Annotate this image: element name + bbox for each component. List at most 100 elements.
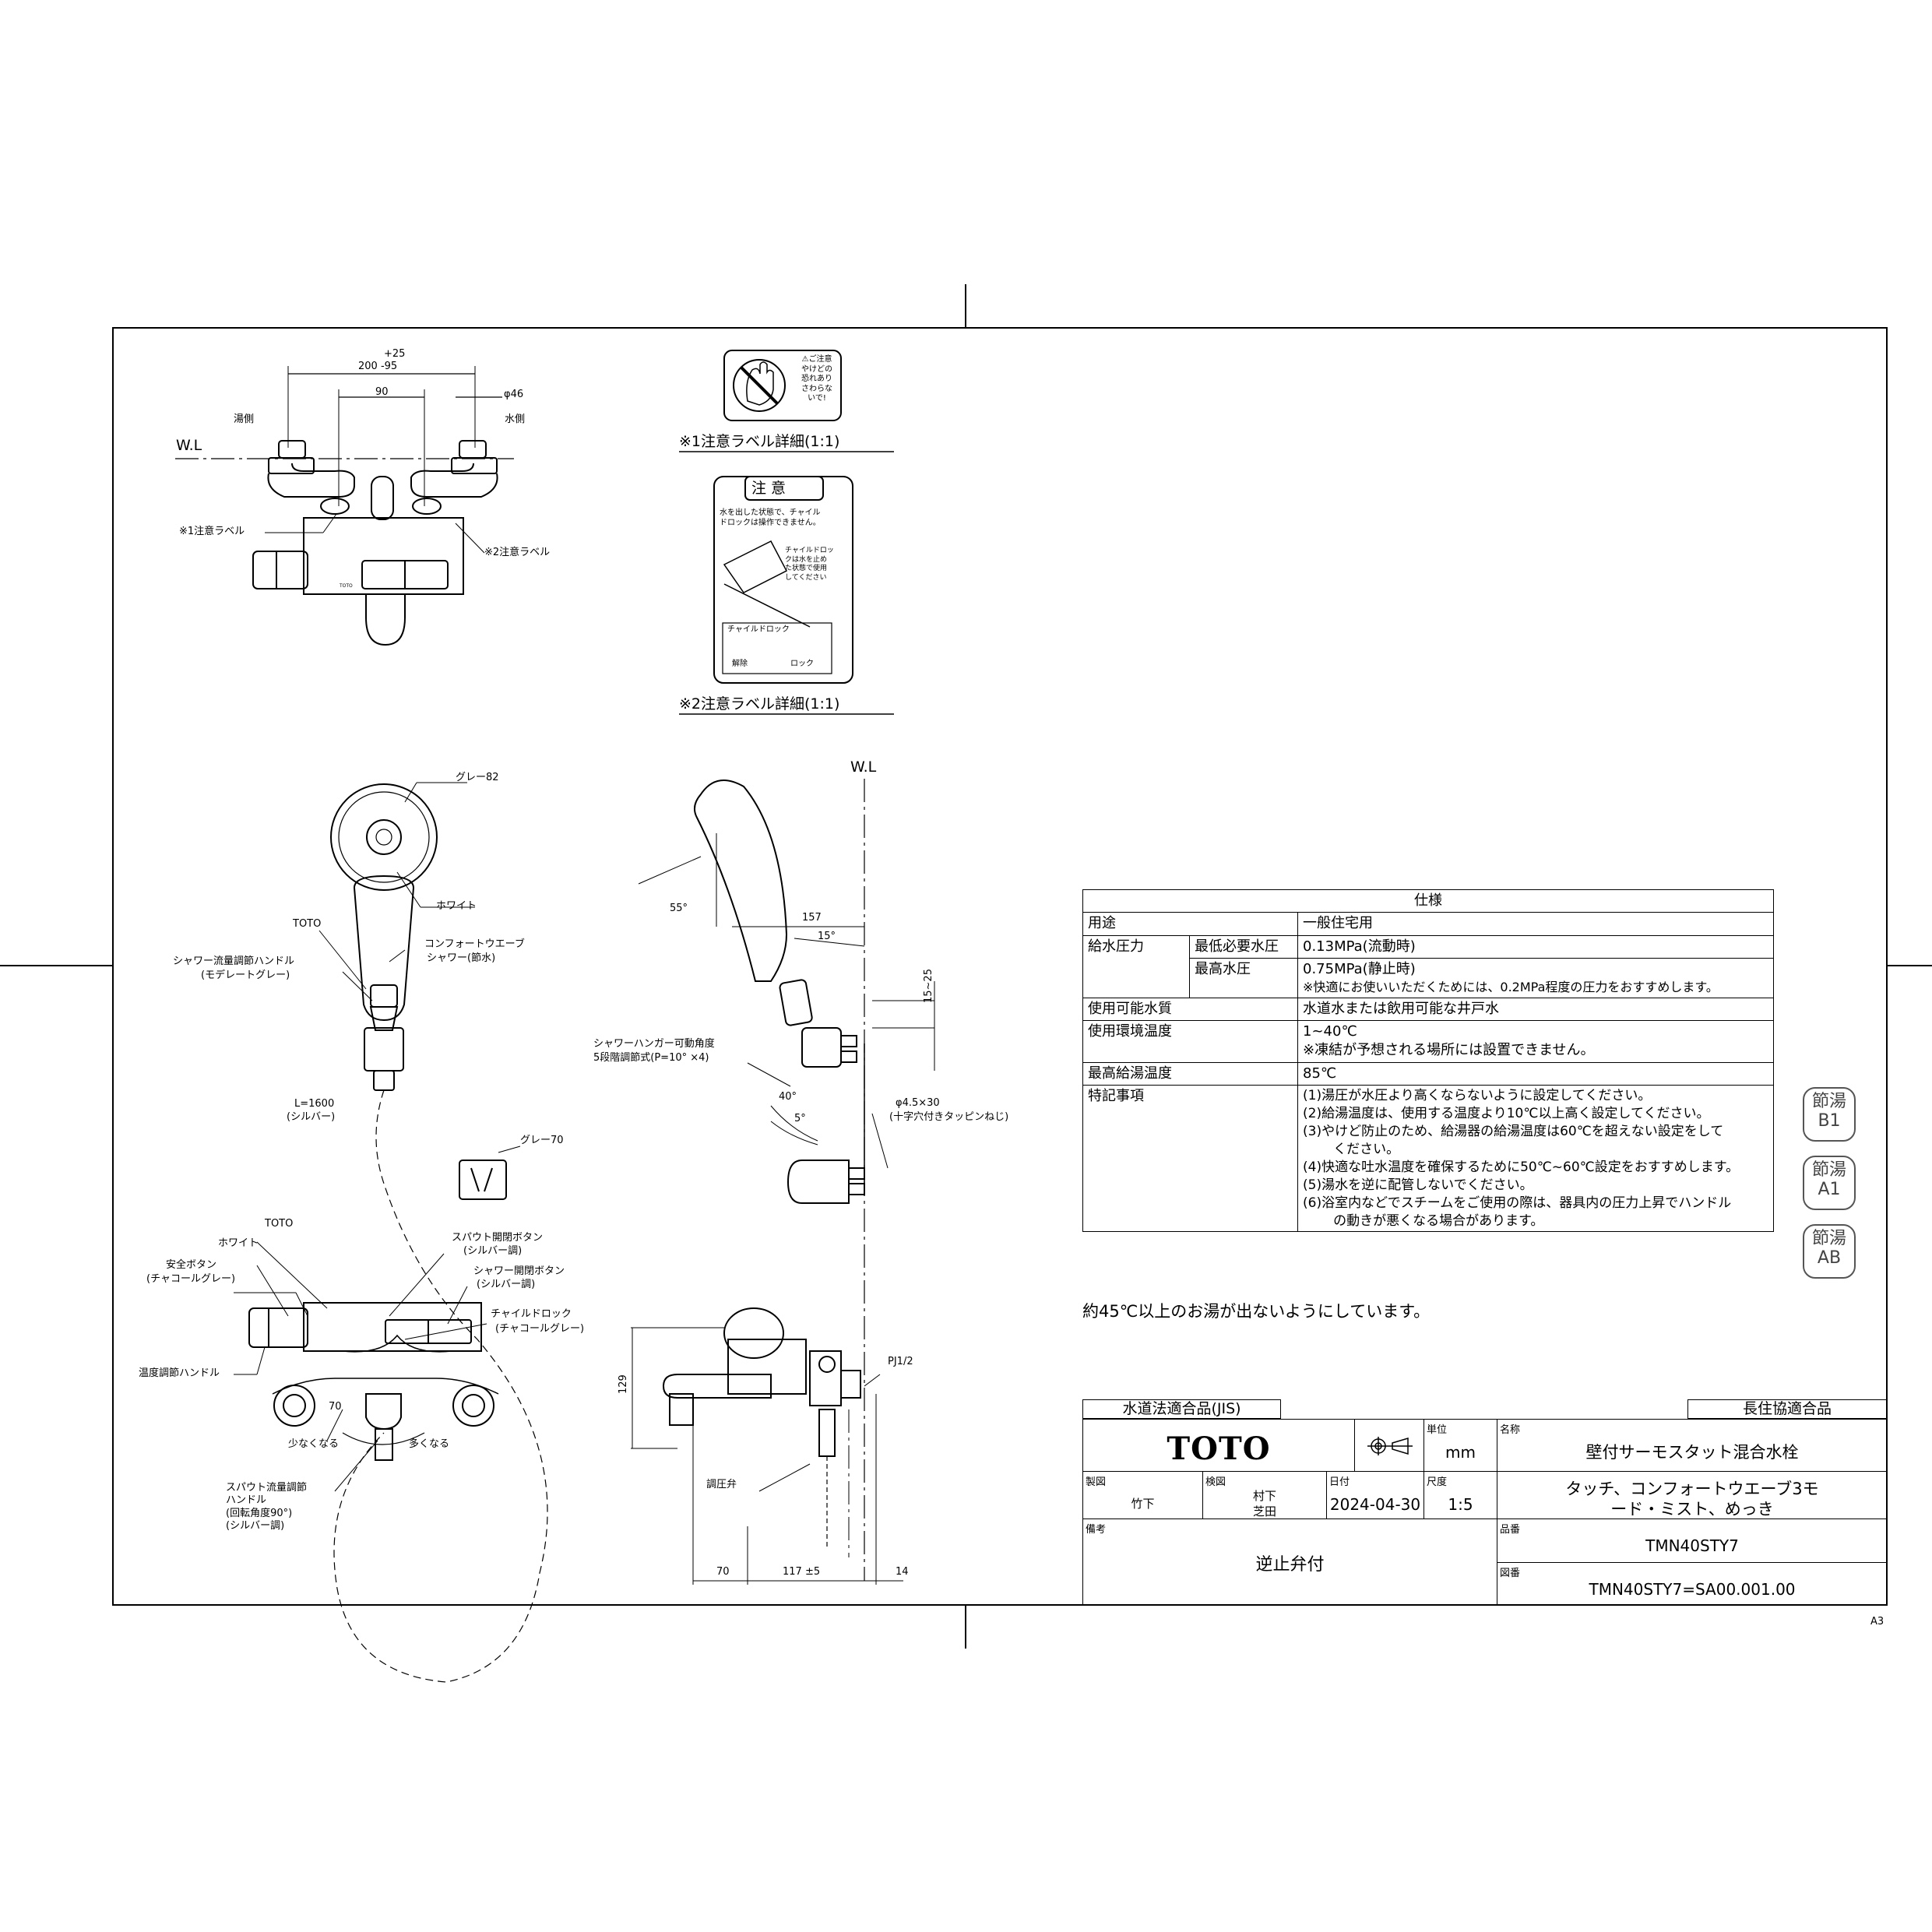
tb-drawing-no-cell: 図番 TMN40STY7=SA00.001.00	[1497, 1562, 1888, 1606]
tb-logo-cell: TOTO	[1082, 1419, 1355, 1472]
caution-label-1-outline	[679, 350, 894, 452]
grey70-label: グレー70	[520, 1135, 564, 1146]
caution-label-2-title: ※2注意ラベル詳細(1:1)	[679, 695, 840, 713]
top-view-outline	[175, 366, 514, 646]
dim-200: 200 -95	[358, 361, 398, 372]
shower-button-label: シャワー開閉ボタン	[473, 1265, 565, 1277]
more-label: 多くなる	[409, 1438, 450, 1450]
side-view-outline	[631, 779, 935, 1585]
caution-label-1-text: ⚠ご注意 やけどの 恐れあり さわらな いで!	[801, 355, 832, 403]
third-angle-projection-icon	[1367, 1437, 1413, 1455]
spec-row-usage: 用途 一般住宅用	[1082, 912, 1774, 936]
spec-row-max-hot: 最高給湯温度 85℃	[1082, 1061, 1774, 1086]
spout-button-sub: (シルバー調)	[463, 1245, 523, 1257]
hanger-step-label: 5段階調節式(P=10° ×4)	[593, 1052, 709, 1064]
title-block: TOTO 単位 mm 名称 壁付サーモスタット混合水栓 製図 竹下 検図 村下 …	[1082, 1419, 1888, 1606]
tb-drawn-cell: 製図 竹下	[1082, 1471, 1203, 1519]
spec-header: 仕様	[1082, 889, 1774, 913]
spec-row-env-temp: 使用環境温度 1~40℃ ※凍結が予想される場所には設置できません。	[1082, 1020, 1774, 1063]
front-view-outline	[234, 1241, 499, 1492]
tb-date-cell: 日付 2024-04-30	[1326, 1471, 1424, 1519]
angle-5: 5°	[794, 1113, 806, 1124]
hot-side-label: 湯側	[234, 413, 255, 425]
dim-129: 129	[618, 1374, 629, 1394]
dim-plus: +25	[384, 348, 406, 360]
temp-handle-label: 温度調節ハンドル	[139, 1367, 220, 1379]
tb-remarks-cell: 備考 逆止弁付	[1082, 1519, 1497, 1606]
child-lock-sub: (チャコールグレー)	[495, 1323, 585, 1335]
dim-90: 90	[375, 386, 389, 398]
regulator-label: 調圧弁	[706, 1479, 737, 1490]
grey70-part-outline	[459, 1145, 521, 1200]
wl-label-top: W.L	[176, 437, 202, 454]
spec-row-min-pressure: 給水圧力 最低必要水圧 0.13MPa(流動時)	[1082, 934, 1774, 998]
caution-label-2-text1: 水を出した状態で、チャイル ドロックは操作できません。	[720, 509, 821, 527]
screw-size-label: φ4.5×30	[896, 1097, 940, 1109]
angle-15: 15°	[818, 931, 836, 942]
toto-small-top: TOTO	[340, 583, 353, 589]
note-45c: 約45℃以上のお湯が出ないようにしています。	[1082, 1302, 1431, 1321]
safety-button-label: 安全ボタン	[166, 1259, 217, 1271]
label2-callout: ※2注意ラベル	[484, 547, 551, 558]
pj-label: PJ1/2	[888, 1356, 913, 1367]
hose-silver-label: (シルバー)	[287, 1111, 336, 1123]
spout-button-label: スパウト開閉ボタン	[452, 1232, 544, 1244]
shower-button-sub: (シルバー調)	[477, 1279, 536, 1290]
dim-157: 157	[802, 912, 822, 924]
spec-row-max-pressure: 最高水圧 0.75MPa(静止時) ※快適にお使いいただくためには、0.2MPa…	[1083, 957, 1774, 998]
shower-save-label: シャワー(節水)	[427, 952, 496, 964]
spec-table: 仕様 用途 一般住宅用 給水圧力 最低必要水圧 0.13MPa(流動時) 最高水…	[1082, 889, 1774, 1233]
less-label: 少なくなる	[288, 1438, 340, 1450]
tb-unit-cell: 単位 mm	[1423, 1419, 1497, 1472]
toto-logo: TOTO	[1167, 1431, 1271, 1467]
wl-label-side: W.L	[850, 758, 877, 776]
dim-117: 117 ±5	[783, 1566, 821, 1578]
tb-projection-cell	[1354, 1419, 1424, 1472]
lock-caption: ロック	[790, 660, 814, 668]
screw-type-label: (十字穴付きタッピンねじ)	[889, 1111, 1009, 1123]
front-dim-70: 70	[329, 1401, 342, 1413]
child-lock-caption: チャイルドロック	[727, 625, 790, 634]
tb-scale-cell: 尺度 1:5	[1423, 1471, 1497, 1519]
shower-view-outline	[318, 782, 548, 1683]
choju-badge: 長住協適合品	[1687, 1399, 1887, 1419]
caution-label-2-text2: チャイルドロッ クは水を止め た状態で使用 してください	[785, 547, 834, 582]
angle-40: 40°	[779, 1091, 797, 1103]
spec-row-water-quality: 使用可能水質 水道水または飲用可能な井戸水	[1082, 997, 1774, 1022]
child-lock-label: チャイルドロック	[491, 1308, 572, 1320]
caution-label-2-outline	[679, 476, 894, 715]
toto-label-shower: TOTO	[293, 918, 322, 930]
jis-badge: 水道法適合品(JIS)	[1082, 1399, 1281, 1419]
dim-phi46: φ46	[504, 389, 524, 400]
caution-label-2-heading: 注 意	[751, 480, 787, 497]
grey82-label: グレー82	[456, 772, 499, 783]
spout-flow-handle-label: スパウト流量調節 ハンドル (回転角度90°) (シルバー調)	[226, 1482, 308, 1532]
hanger-angle-label: シャワーハンガー可動角度	[593, 1038, 715, 1050]
hose-length-label: L=1600	[294, 1098, 335, 1110]
spec-row-notes: 特記事項 (1)湯圧が水圧より高くならないように設定してください。 (2)給湯温…	[1082, 1084, 1774, 1233]
dim-70-side: 70	[716, 1566, 730, 1578]
white-label-front: ホワイト	[218, 1237, 259, 1249]
moderate-grey-label: (モデレートグレー)	[201, 970, 290, 981]
comfort-wave-label: コンフォートウエーブ	[424, 938, 525, 950]
tb-name-cell: 名称 壁付サーモスタット混合水栓	[1497, 1419, 1888, 1472]
dim-14: 14	[896, 1566, 909, 1578]
dim-15-25: 15~25	[923, 969, 934, 1003]
label1-callout: ※1注意ラベル	[179, 526, 245, 537]
angle-55: 55°	[670, 903, 688, 914]
caution-label-1-title: ※1注意ラベル詳細(1:1)	[679, 433, 840, 450]
tb-checked-cell: 検図 村下 芝田	[1202, 1471, 1327, 1519]
safety-button-color: (チャコールグレー)	[146, 1273, 236, 1285]
cold-side-label: 水側	[505, 413, 526, 425]
spec-header-row: 仕様	[1082, 889, 1774, 913]
toto-label-front: TOTO	[265, 1218, 294, 1230]
release-caption: 解除	[732, 660, 748, 668]
white-label-shower: ホワイト	[436, 900, 477, 912]
sheet-size: A3	[1870, 1616, 1884, 1628]
tb-name-cont-cell: タッチ、コンフォートウエーブ3モ ード・ミスト、めっき	[1497, 1471, 1888, 1519]
tb-part-cell: 品番 TMN40STY7	[1497, 1519, 1888, 1563]
